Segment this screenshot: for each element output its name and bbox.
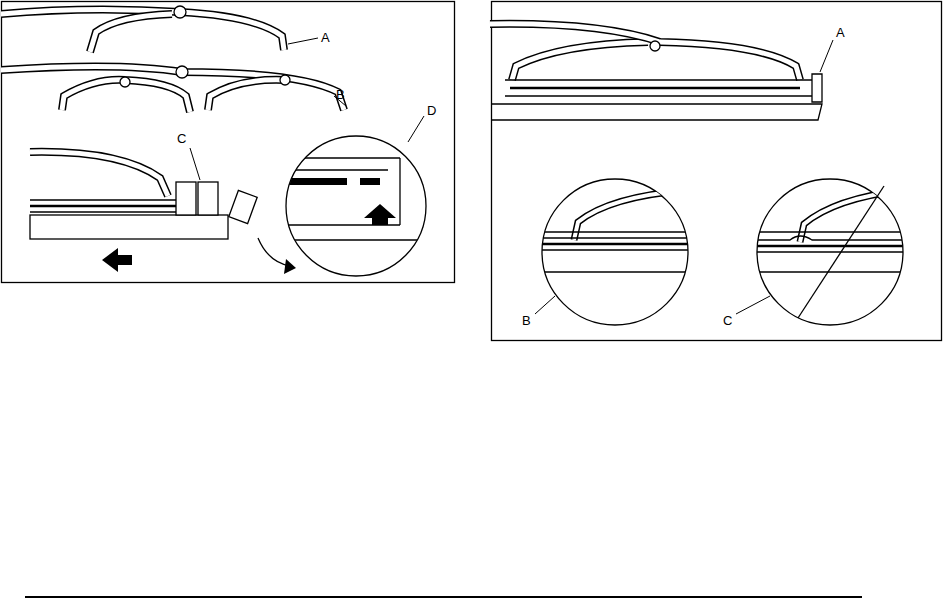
callout-letter: C (177, 132, 186, 146)
panel-frame (492, 2, 942, 341)
panel-frame (2, 2, 455, 283)
callout-letter: B (336, 88, 345, 102)
callout-letter: B (522, 314, 531, 328)
callout-letter: A (836, 26, 845, 40)
callout-letter: D (427, 104, 436, 118)
blade-frame (1, 6, 284, 52)
detail-circle (535, 179, 690, 325)
callout-letter: A (321, 31, 330, 45)
blade-frame (1, 66, 344, 112)
wiper-blade (30, 152, 296, 274)
rule-line (25, 596, 862, 598)
detail-circle (736, 179, 905, 325)
detail-circle (280, 136, 426, 276)
leader-line (190, 38, 424, 180)
callout-letter: C (723, 314, 732, 328)
wiper-blade (490, 24, 833, 120)
